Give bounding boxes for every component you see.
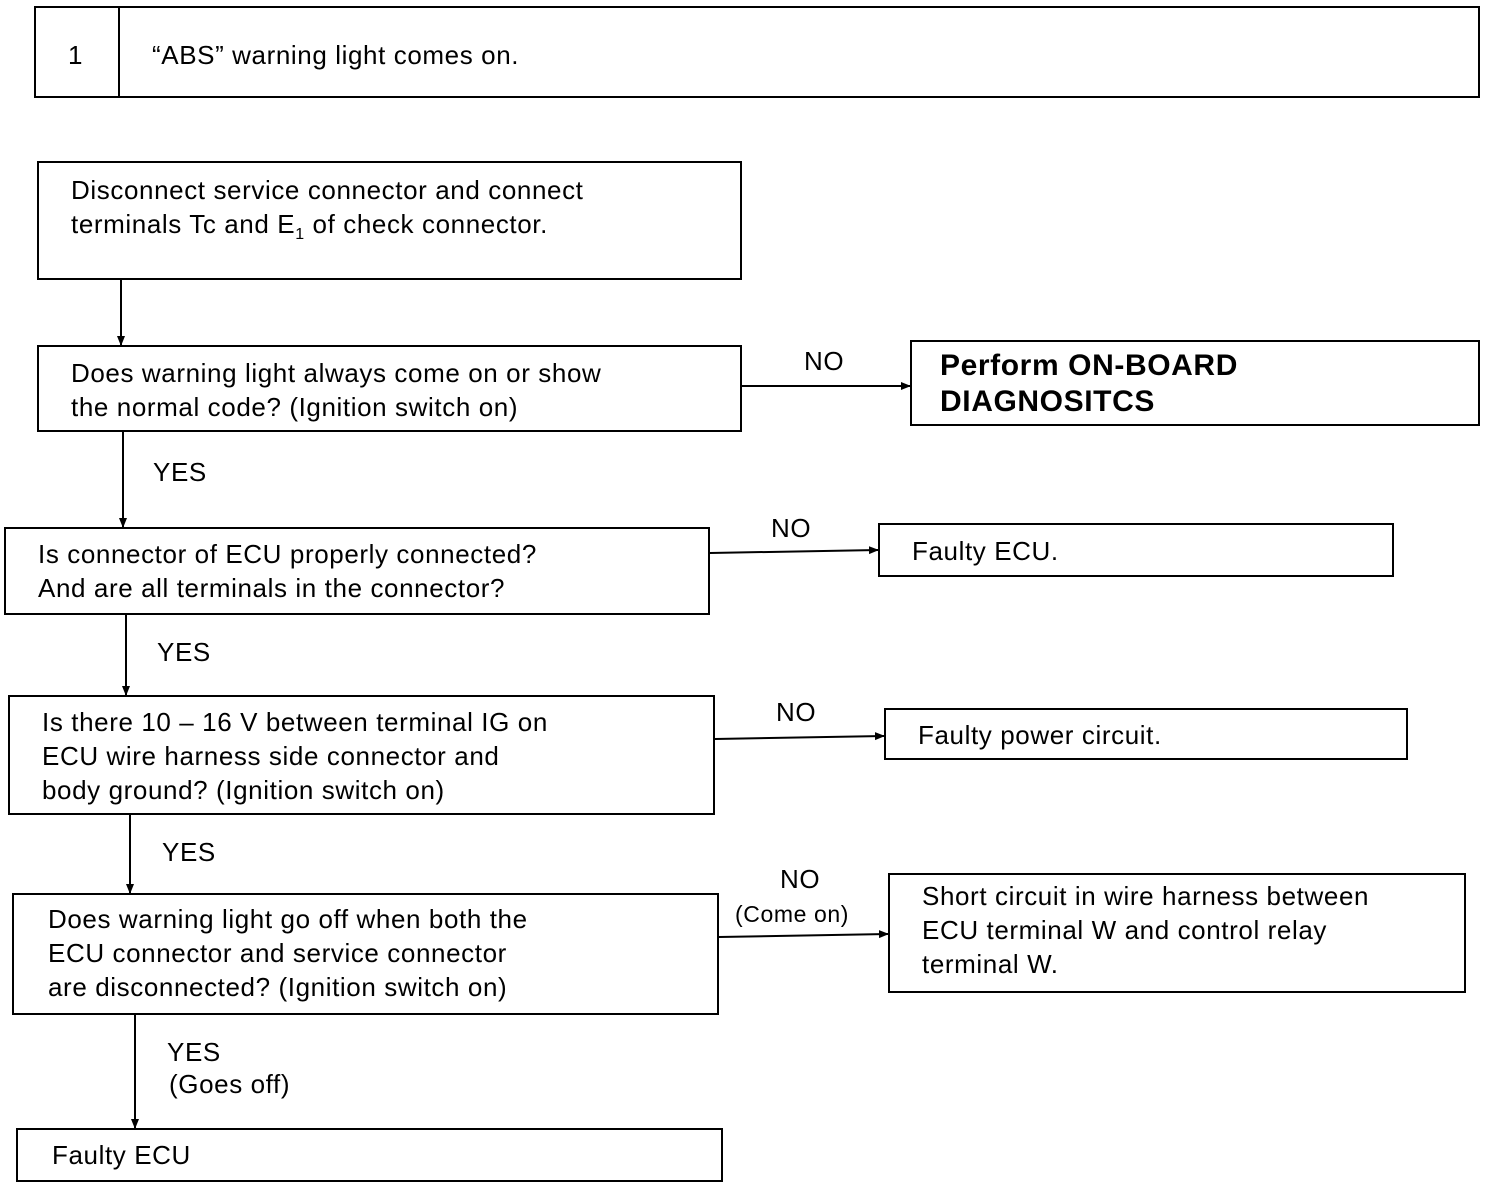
arrow-q4-to-r4 [718,930,889,939]
label-no-1: NO [804,346,845,376]
step1-subscript: 1 [295,226,305,244]
result-faulty-ecu-1: Faulty ECU. [878,523,1394,577]
label-no-4-note: (Come on) [735,901,850,927]
q1-text: Does warning light always come on or sho… [71,358,602,422]
r2-text: Faulty ECU. [912,536,1059,566]
step1-main-text: Disconnect service connector and connect… [71,175,584,239]
label-yes-4-note: (Goes off) [169,1069,291,1099]
label-no-2: NO [771,513,812,543]
step-disconnect-service-connector: Disconnect service connector and connect… [37,161,742,280]
label-no-3: NO [776,697,817,727]
header-number: 1 [68,40,84,70]
r3-text: Faulty power circuit. [918,720,1162,750]
result-faulty-ecu-2: Faulty ECU [16,1128,723,1182]
arrow-q3-to-r3 [714,732,885,741]
label-yes-2: YES [157,637,211,667]
header-box: 1 “ABS” warning light comes on. [34,6,1480,98]
step1-text: Disconnect service connector and connect… [71,173,584,252]
q3-text: Is there 10 – 16 V between terminal IG o… [42,707,548,805]
question-ecu-connector-connected: Is connector of ECU properly connected? … [4,527,710,615]
label-yes-1: YES [153,457,207,487]
question-warning-light-always-on: Does warning light always come on or sho… [37,345,742,432]
header-title: “ABS” warning light comes on. [152,40,520,70]
r4-text: Short circuit in wire harness between EC… [922,881,1370,979]
step1-tail-text: of check connector. [304,209,548,239]
label-yes-3: YES [162,837,216,867]
label-no-4: NO [780,864,821,894]
r1-text: Perform ON-BOARD DIAGNOSITCS [940,349,1238,418]
question-warning-light-goes-off: Does warning light go off when both the … [12,893,719,1015]
q2-text: Is connector of ECU properly connected? … [38,539,537,603]
question-voltage-terminal-ig: Is there 10 – 16 V between terminal IG o… [8,695,715,815]
r5-text: Faulty ECU [52,1140,191,1170]
result-faulty-power-circuit: Faulty power circuit. [884,708,1408,760]
header-number-cell: 1 [36,8,120,96]
label-yes-4: YES [167,1037,221,1067]
result-perform-onboard-diagnostics: Perform ON-BOARD DIAGNOSITCS [910,340,1480,426]
q4-text: Does warning light go off when both the … [48,904,528,1002]
arrow-q2-to-r2 [709,546,879,555]
result-short-circuit-wire-harness: Short circuit in wire harness between EC… [888,873,1466,993]
